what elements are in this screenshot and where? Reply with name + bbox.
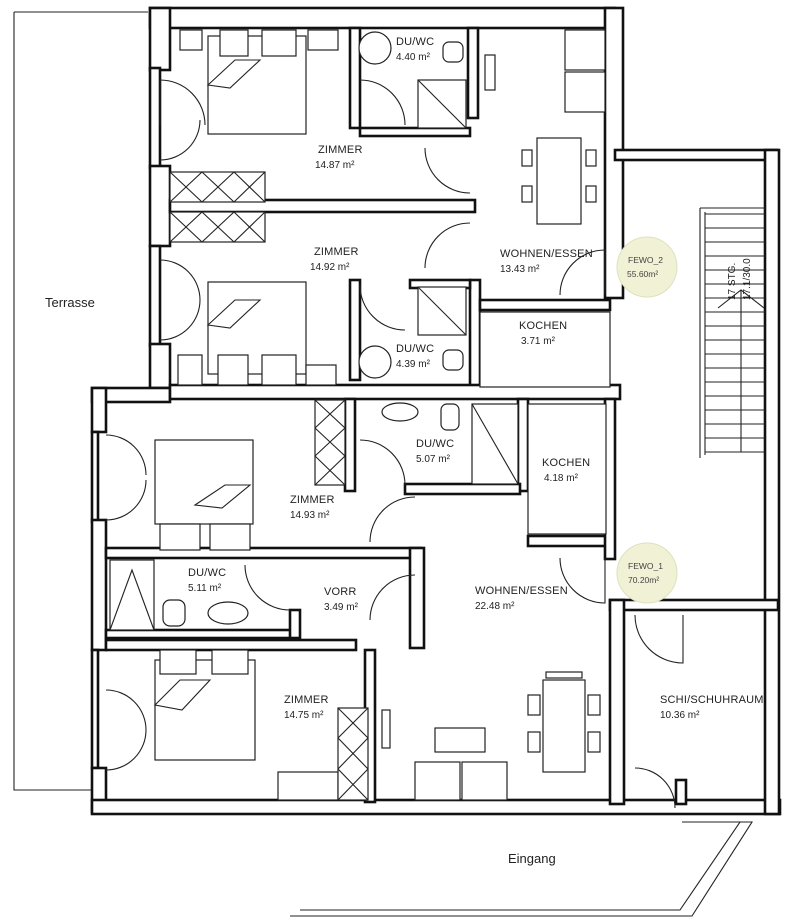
duwc-3-name: DU/WC: [416, 438, 454, 450]
staircase: [699, 207, 765, 458]
fewo-1-name: FEWO_1: [628, 561, 663, 571]
outer-walls: [90, 6, 782, 816]
fewo-2-badge: FEWO_2 55.60m²: [616, 236, 678, 298]
fewo-1-area: 70.20m²: [628, 575, 659, 585]
duwc-3-area: 5.07 m²: [416, 454, 451, 465]
terrace-label: Terrasse: [45, 295, 95, 310]
wohnen-1-name: WOHNEN/ESSEN: [500, 248, 593, 260]
stair-steps-label: 17 STG.: [727, 263, 738, 300]
wohnen-2-area: 22.48 m²: [475, 601, 515, 612]
schuhraum-name: SCHI/SCHUHRAUM: [660, 694, 764, 706]
zimmer-3-name: ZIMMER: [290, 494, 335, 506]
furniture: [109, 29, 611, 801]
interior-walls: [104, 26, 688, 806]
zimmer-3-area: 14.93 m²: [290, 510, 330, 521]
duwc-4-area: 5.11 m²: [188, 583, 222, 594]
vorr-name: VORR: [324, 586, 357, 598]
kochen-2-area: 4.18 m²: [544, 473, 579, 484]
wardrobe: [169, 171, 266, 243]
wohnen-1-area: 13.43 m²: [500, 264, 540, 275]
duwc-1-area: 4.40 m²: [396, 52, 431, 63]
kochen-2-name: KOCHEN: [542, 457, 590, 469]
terrace-outline: [13, 11, 148, 791]
kochen-1-area: 3.71 m²: [521, 336, 556, 347]
duwc-2-area: 4.39 m²: [396, 359, 431, 370]
zimmer-1-area: 14.87 m²: [315, 160, 355, 171]
zimmer-4-area: 14.75 m²: [284, 710, 324, 721]
duwc-4-name: DU/WC: [188, 567, 226, 579]
stair-dimension-label: 17.1/30.0: [742, 258, 753, 300]
zimmer-4-name: ZIMMER: [284, 694, 329, 706]
entrance-label: Eingang: [508, 851, 556, 866]
kochen-1-name: KOCHEN: [519, 320, 567, 332]
zimmer-2-area: 14.92 m²: [310, 262, 350, 273]
fewo-1-badge: FEWO_1 70.20m²: [616, 542, 678, 604]
entrance-path: [290, 821, 754, 917]
zimmer-1-name: ZIMMER: [318, 144, 363, 156]
zimmer-2-name: ZIMMER: [314, 246, 359, 258]
duwc-1-name: DU/WC: [396, 36, 434, 48]
fewo-2-area: 55.60m²: [627, 269, 658, 279]
schuhraum-area: 10.36 m²: [660, 710, 700, 721]
duwc-2-name: DU/WC: [396, 343, 434, 355]
vorr-area: 3.49 m²: [324, 602, 359, 613]
doors: [105, 79, 684, 809]
wohnen-2-name: WOHNEN/ESSEN: [475, 585, 568, 597]
fewo-2-name: FEWO_2: [628, 255, 663, 265]
